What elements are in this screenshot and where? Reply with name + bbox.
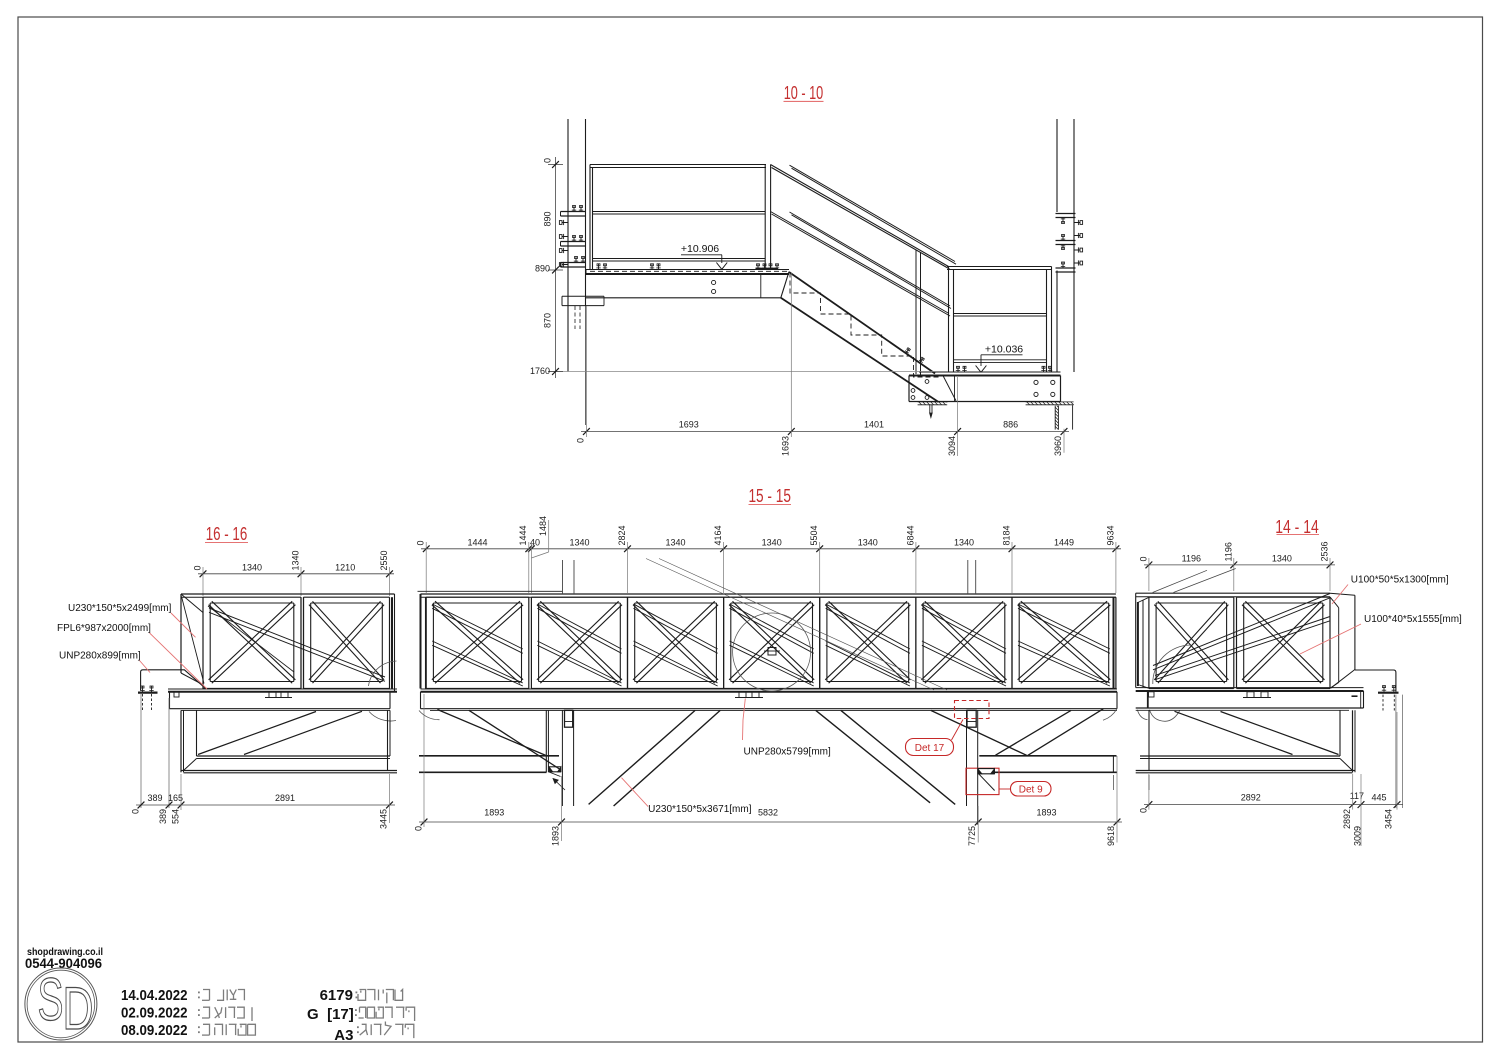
- svg-text:02.09.2022: 02.09.2022: [121, 1005, 188, 1022]
- svg-text:117: 117: [1350, 791, 1364, 801]
- svg-text:1760: 1760: [530, 366, 550, 376]
- svg-text:0: 0: [543, 158, 553, 163]
- svg-text:08.09.2022: 08.09.2022: [121, 1022, 188, 1039]
- svg-text:40: 40: [530, 537, 540, 547]
- svg-text:U230*150*5x3671[mm]: U230*150*5x3671[mm]: [648, 804, 752, 815]
- svg-text:U100*40*5x1555[mm]: U100*40*5x1555[mm]: [1364, 614, 1462, 625]
- svg-text:10 - 10: 10 - 10: [784, 82, 824, 103]
- svg-text:Det 17: Det 17: [915, 743, 945, 754]
- svg-text:1484: 1484: [538, 516, 548, 536]
- svg-text:1893: 1893: [484, 808, 504, 818]
- svg-text:870: 870: [543, 313, 553, 328]
- svg-text:554: 554: [171, 809, 181, 824]
- svg-text:1340: 1340: [858, 537, 878, 547]
- svg-text:1340: 1340: [954, 537, 974, 547]
- svg-text:1449: 1449: [1054, 537, 1074, 547]
- svg-text:16 - 16: 16 - 16: [206, 523, 248, 544]
- svg-text:0: 0: [576, 438, 586, 443]
- svg-text:1340: 1340: [1272, 553, 1292, 563]
- svg-text:3454: 3454: [1383, 809, 1393, 829]
- svg-text:1893: 1893: [1036, 808, 1056, 818]
- svg-text:6179: 6179: [320, 987, 353, 1004]
- svg-text:2536: 2536: [1320, 541, 1330, 561]
- svg-text:+10.036: +10.036: [985, 344, 1023, 356]
- svg-text:UNP280x899[mm]: UNP280x899[mm]: [59, 651, 141, 662]
- svg-text:+10.906: +10.906: [681, 243, 719, 255]
- svg-text:9634: 9634: [1105, 525, 1115, 545]
- svg-text:9618: 9618: [1106, 826, 1116, 846]
- svg-text:6844: 6844: [905, 525, 915, 545]
- svg-text:2892: 2892: [1241, 793, 1261, 803]
- svg-text:5504: 5504: [809, 525, 819, 545]
- svg-text:890: 890: [543, 211, 553, 226]
- svg-text:4164: 4164: [713, 525, 723, 545]
- svg-text:0: 0: [193, 565, 203, 570]
- svg-text:1196: 1196: [1223, 542, 1233, 561]
- svg-text:1893: 1893: [551, 826, 561, 846]
- svg-text:5832: 5832: [758, 808, 778, 818]
- svg-text:8184: 8184: [1002, 525, 1012, 545]
- svg-text:shopdrawing.co.il: shopdrawing.co.il: [27, 946, 103, 958]
- svg-text:FPL6*987x2000[mm]: FPL6*987x2000[mm]: [57, 623, 151, 634]
- svg-text:165: 165: [168, 793, 183, 803]
- svg-text:0: 0: [414, 826, 424, 831]
- svg-text:3445: 3445: [379, 809, 389, 829]
- svg-text:14.04.2022: 14.04.2022: [121, 987, 188, 1004]
- svg-text:1340: 1340: [569, 537, 589, 547]
- svg-text:2892: 2892: [1342, 809, 1352, 829]
- svg-text:2550: 2550: [379, 550, 389, 570]
- svg-text:2891: 2891: [275, 793, 295, 803]
- svg-text:15 - 15: 15 - 15: [748, 485, 791, 506]
- svg-text:U100*50*5x1300[mm]: U100*50*5x1300[mm]: [1351, 575, 1449, 586]
- svg-text:1196: 1196: [1182, 553, 1201, 563]
- svg-text:445: 445: [1371, 793, 1386, 803]
- svg-text:A3: A3: [334, 1027, 353, 1044]
- svg-text:389: 389: [147, 793, 162, 803]
- svg-text:U230*150*5x2499[mm]: U230*150*5x2499[mm]: [68, 603, 172, 614]
- svg-text:1444: 1444: [467, 537, 487, 547]
- svg-text:3009: 3009: [1352, 826, 1362, 846]
- svg-text:1340: 1340: [291, 550, 301, 570]
- svg-text:G: G: [307, 1006, 319, 1023]
- svg-text:1340: 1340: [242, 562, 262, 572]
- svg-text:886: 886: [1003, 420, 1018, 430]
- svg-text:[17]: [17]: [327, 1006, 354, 1023]
- svg-text:890: 890: [535, 264, 550, 274]
- svg-text:3094: 3094: [947, 436, 957, 456]
- svg-text:1340: 1340: [762, 537, 782, 547]
- svg-text:UNP280x5799[mm]: UNP280x5799[mm]: [744, 747, 831, 758]
- svg-text:Det 9: Det 9: [1019, 784, 1043, 795]
- svg-text:0: 0: [1138, 808, 1148, 813]
- svg-text:2824: 2824: [617, 525, 627, 545]
- svg-text:389: 389: [158, 809, 168, 824]
- svg-text:0544-904096: 0544-904096: [25, 956, 102, 971]
- svg-text:1693: 1693: [679, 420, 699, 430]
- svg-text:0: 0: [1139, 556, 1149, 561]
- svg-text:1444: 1444: [518, 525, 528, 545]
- svg-text:7725: 7725: [967, 826, 977, 846]
- svg-text:1693: 1693: [781, 436, 791, 456]
- svg-text:S: S: [38, 966, 64, 1033]
- svg-text:0: 0: [131, 809, 141, 814]
- svg-text:D: D: [63, 975, 94, 1042]
- svg-text:0: 0: [416, 540, 426, 545]
- svg-text:14 - 14: 14 - 14: [1275, 516, 1319, 537]
- svg-text:3960: 3960: [1053, 436, 1063, 456]
- svg-text:1210: 1210: [335, 562, 355, 572]
- svg-text:1340: 1340: [665, 537, 685, 547]
- svg-text:1401: 1401: [864, 420, 884, 430]
